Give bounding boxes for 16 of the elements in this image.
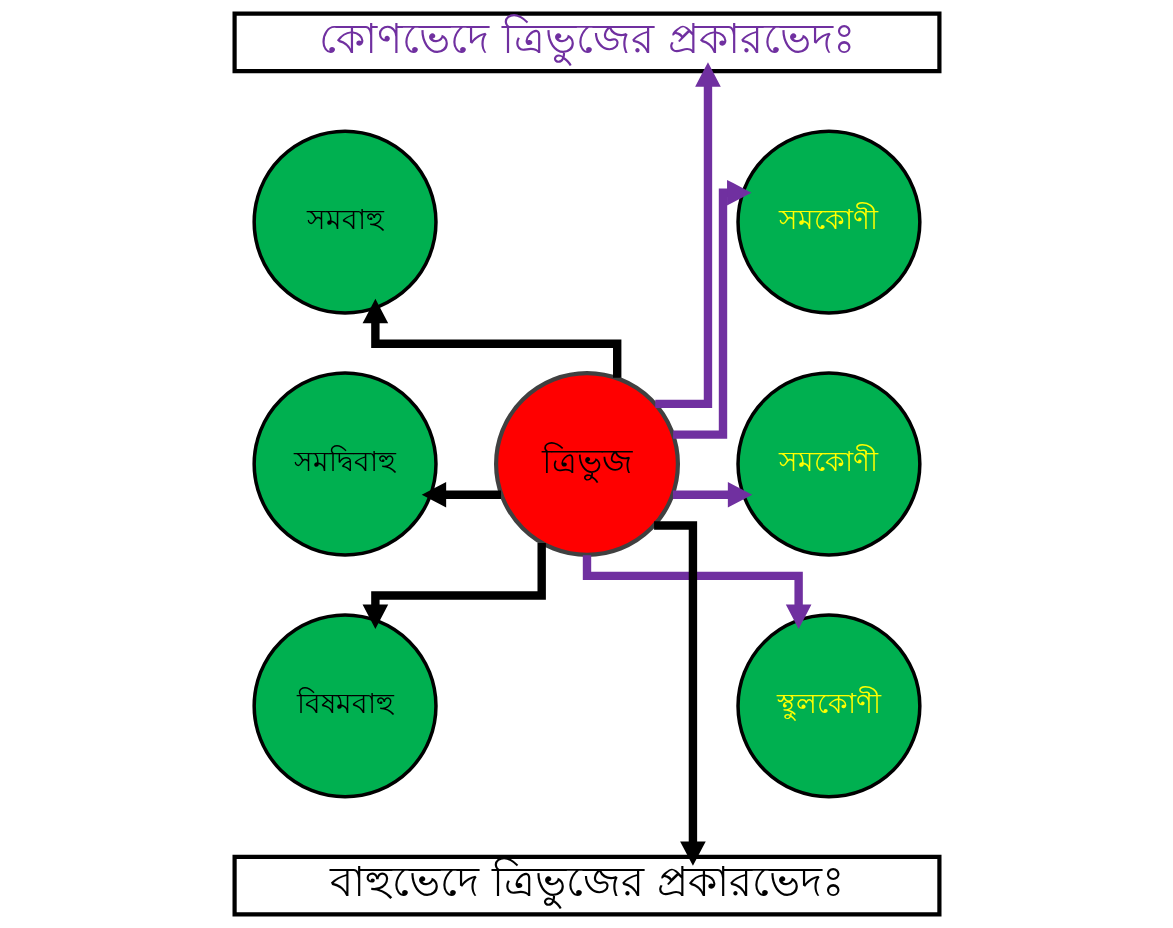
node-circle: সমকোণী (735, 371, 922, 557)
arrow (672, 179, 751, 439)
node-box: কোণভেদে ত্রিভুজের প্রকারভেদঃ (232, 11, 941, 74)
node-box: বাহুভেদে ত্রিভুজের প্রকারভেদঃ (232, 854, 941, 917)
arrow (421, 481, 501, 508)
node-circle: সমকোণী (735, 129, 922, 315)
node-circle: বিষমবাহু (251, 613, 438, 799)
node-circle: সমবাহু (251, 129, 438, 315)
arrow (672, 481, 752, 508)
arrow (653, 521, 706, 866)
arrow (362, 543, 546, 629)
node-circle: স্থুলকোণী (735, 613, 922, 799)
arrow (654, 62, 721, 409)
node-circle: ত্রিভুজ (493, 371, 680, 557)
arrow (582, 555, 811, 629)
node-circle: সমদ্বিবাহু (251, 371, 438, 557)
